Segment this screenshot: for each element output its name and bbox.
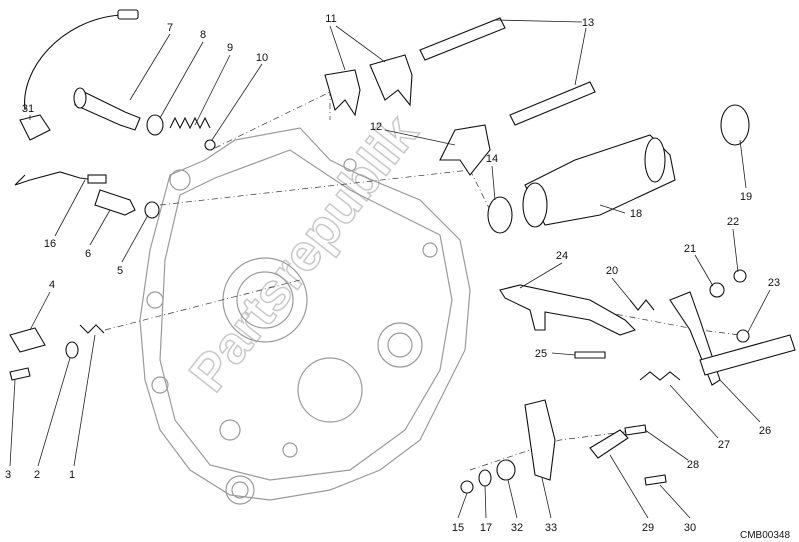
bush-23 — [736, 329, 750, 343]
part-label: 32 — [511, 522, 523, 534]
part-label: 30 — [684, 522, 696, 534]
spring-27 — [639, 371, 681, 381]
lever-4 — [9, 324, 105, 381]
part-label: 3 — [5, 469, 11, 481]
part-label: 8 — [200, 29, 206, 41]
part-label: 5 — [117, 265, 123, 277]
seal-ring-14 — [487, 196, 513, 234]
part-label: 1 — [69, 469, 75, 481]
part-label: 23 — [768, 277, 780, 289]
circlip-22 — [733, 269, 747, 283]
washer-8 — [146, 114, 164, 136]
washer-32 — [496, 459, 516, 481]
crankcase-half — [139, 127, 471, 505]
part-label: 22 — [727, 216, 739, 228]
part-label: 24 — [556, 250, 568, 262]
watermark: Partsrepublik — [178, 104, 430, 403]
ring-19 — [720, 104, 750, 146]
part-label: 26 — [759, 425, 771, 437]
switch-6 — [94, 189, 136, 216]
part-label: 12 — [370, 121, 382, 133]
part-label: 13 — [582, 17, 594, 29]
spring-20 — [629, 299, 655, 311]
leader-lines — [9, 19, 771, 519]
part-label: 19 — [740, 191, 752, 203]
selector-forks-11 — [324, 54, 491, 176]
pin-10 — [204, 139, 216, 151]
shift-shaft-26 — [669, 291, 796, 386]
part-label: 29 — [642, 522, 654, 534]
part-label: 31 — [22, 103, 34, 115]
part-label: 33 — [545, 522, 557, 534]
sensor-cable — [14, 9, 139, 186]
plate-24 — [499, 284, 637, 336]
part-label: 7 — [167, 22, 173, 34]
fork-shafts-13 — [419, 17, 596, 126]
part-label: 28 — [687, 459, 699, 471]
part-label: 10 — [256, 52, 268, 64]
svg-text:Partsrepublik: Partsrepublik — [179, 105, 429, 403]
part-label: 25 — [535, 348, 547, 360]
part-label: 2 — [34, 469, 40, 481]
spring-9 — [169, 116, 211, 130]
part-label: 17 — [480, 522, 492, 534]
part-label: 18 — [630, 208, 642, 220]
part-label: 11 — [325, 13, 336, 25]
lever-33 — [524, 399, 556, 481]
part-label: 16 — [44, 238, 56, 250]
part-label: 27 — [718, 439, 730, 451]
link-29 — [589, 429, 629, 459]
part-label: 14 — [486, 153, 498, 165]
part-labels: 7 8 9 10 11 13 31 12 14 19 18 16 6 5 24 … — [5, 13, 780, 534]
circlip-15 — [460, 480, 474, 494]
part-label: 20 — [606, 265, 618, 277]
drawing-code: CMB00348 — [740, 530, 790, 541]
washer-5 — [144, 201, 160, 219]
screw-25 — [574, 351, 606, 359]
washer-17 — [478, 469, 492, 487]
screw-28 — [624, 424, 647, 436]
part-label: 15 — [452, 522, 464, 534]
part-label: 6 — [85, 248, 91, 260]
plug-bolt — [73, 87, 141, 131]
part-label: 21 — [684, 243, 696, 255]
screw-30 — [644, 474, 667, 486]
selector-drum-18 — [522, 134, 676, 228]
part-label: 9 — [227, 42, 233, 54]
washer-21 — [709, 282, 725, 298]
part-label: 4 — [49, 279, 55, 291]
